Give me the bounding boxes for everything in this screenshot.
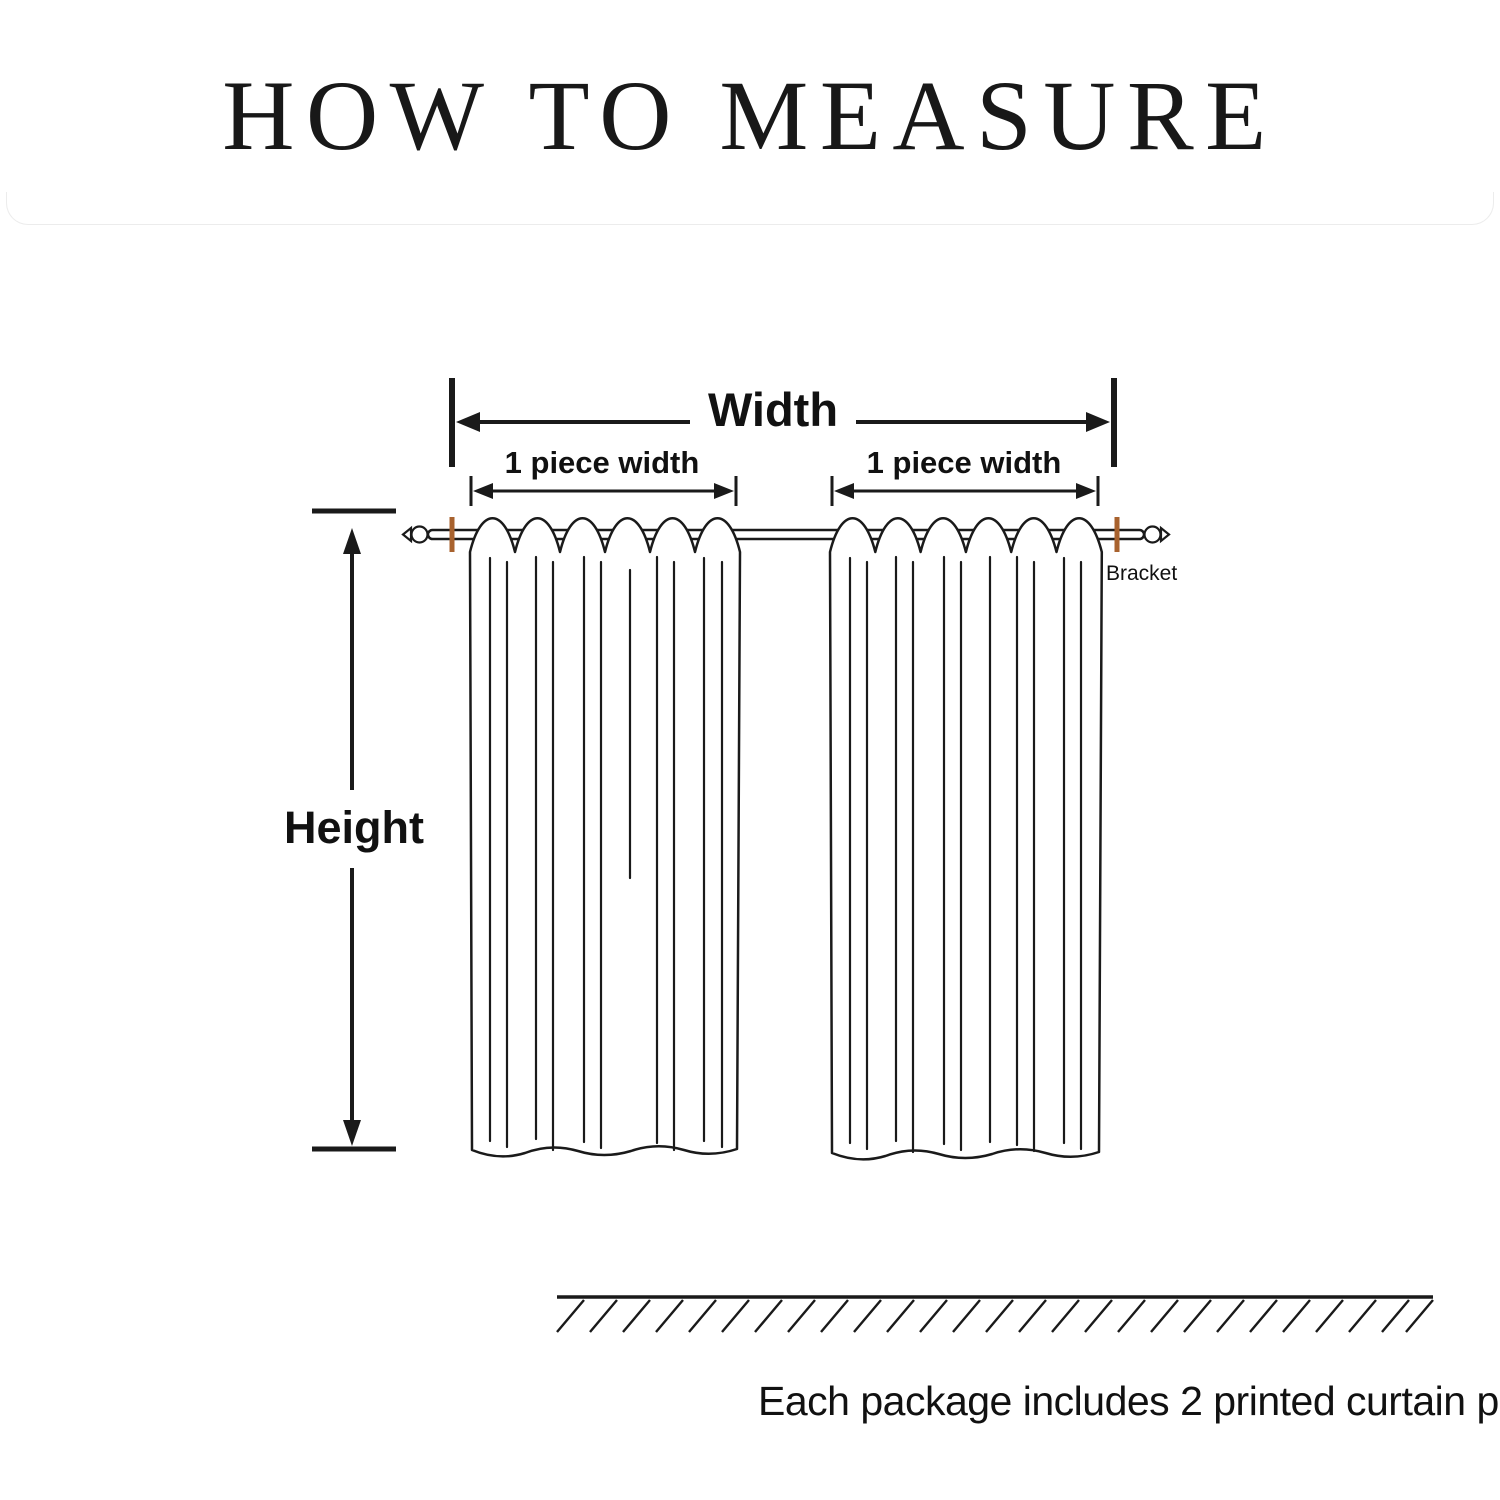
curtain-panel-left [468,517,742,1158]
rod-finial-left [401,525,429,544]
curtain-panel-right [828,517,1104,1161]
piece-width-label-right: 1 piece width [866,445,1062,480]
page-title: HOW TO MEASURE [222,60,1278,171]
package-caption: Each package includes 2 printed curtain … [758,1378,1500,1424]
curtain-folds-left [488,555,724,1152]
floor-hatching [556,1295,1434,1333]
height-arrow [312,508,396,1152]
width-arrow [449,378,1117,467]
piece-width-arrow-left [469,476,738,506]
width-label: Width [707,383,839,436]
piece-width-arrow-right [830,476,1100,506]
piece-width-label-left: 1 piece width [504,445,700,480]
curtain-folds-right [848,555,1083,1154]
rod-finial-right [1143,525,1171,544]
height-label: Height [284,802,424,853]
bracket-label: Bracket [1106,562,1178,585]
